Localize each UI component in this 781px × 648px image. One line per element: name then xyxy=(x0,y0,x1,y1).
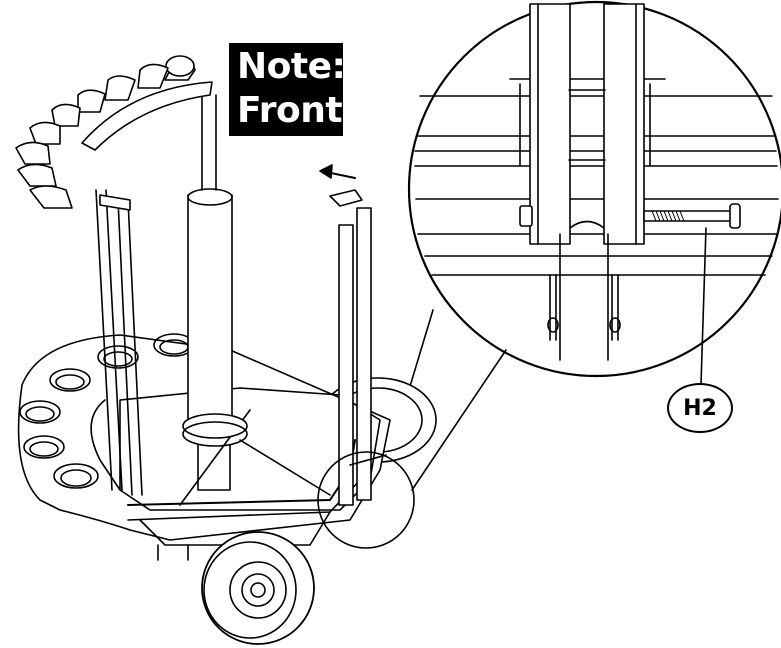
detail-tubes xyxy=(529,3,645,245)
callout-label: H2 xyxy=(683,395,717,421)
detail-bolt xyxy=(519,203,741,229)
callout-leader xyxy=(700,227,707,385)
bolt-thread xyxy=(651,210,685,222)
part-callout-h2: H2 xyxy=(667,383,733,433)
front-note-label: Note: Front. xyxy=(229,43,356,136)
left-uprights xyxy=(95,189,143,496)
front-wheel xyxy=(201,531,315,645)
tray-cup-holders xyxy=(19,333,195,489)
leader-line-lower xyxy=(411,349,507,491)
highlight-circle xyxy=(317,451,415,549)
note-line-2: Front. xyxy=(237,90,356,131)
center-post xyxy=(182,94,248,491)
ring-cups xyxy=(15,55,196,209)
direction-arrow-icon xyxy=(319,164,356,179)
front-uprights xyxy=(329,189,387,506)
top-holder-ring xyxy=(15,55,213,211)
detail-magnifier xyxy=(391,0,781,491)
detail-brackets xyxy=(547,233,621,361)
note-line-1: Note: xyxy=(237,46,346,87)
